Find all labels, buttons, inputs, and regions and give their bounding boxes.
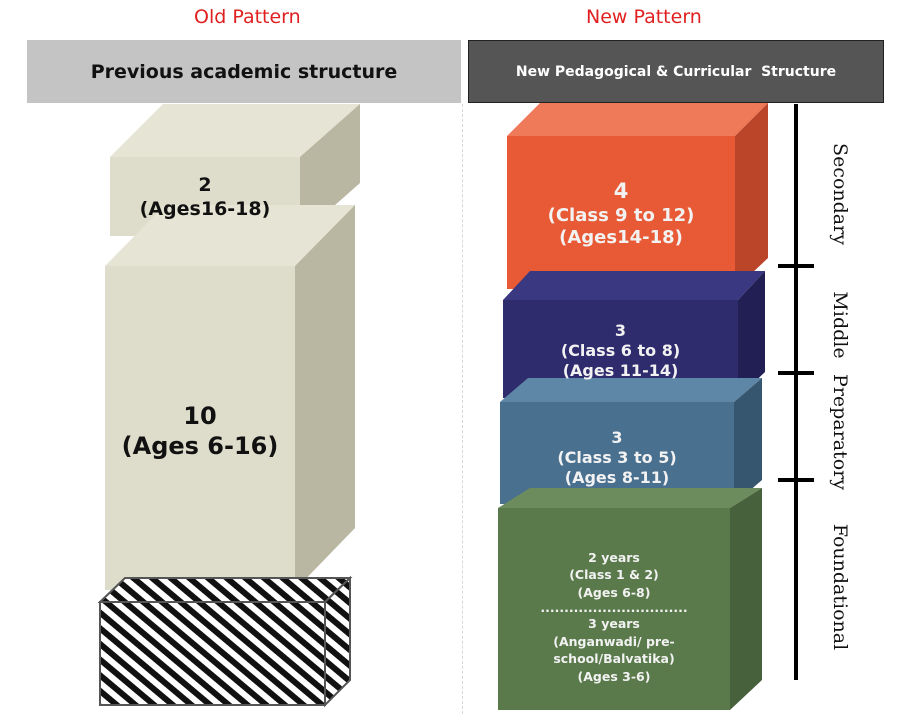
old-block-10-label: 10 (Ages 6-16) — [105, 396, 295, 466]
secondary-years: 4 — [613, 179, 629, 204]
column-divider — [462, 104, 463, 714]
new-header: New Pedagogical & Curricular Structure — [468, 40, 884, 103]
old-block-2-ages: (Ages16-18) — [139, 198, 271, 220]
foundational-classes-b2: school/Balvatika) — [553, 651, 675, 667]
middle-block-label: 3 (Class 6 to 8) (Ages 11-14) — [503, 318, 738, 384]
secondary-ages: (Ages14-18) — [559, 227, 683, 249]
stage-label-secondary: Secondary — [829, 143, 851, 245]
secondary-classes: (Class 9 to 12) — [547, 204, 695, 226]
preparatory-ages: (Ages 8-11) — [564, 468, 670, 487]
stage-label-foundational: Foundational — [829, 523, 851, 651]
old-block-2-label: 2 (Ages16-18) — [110, 168, 300, 228]
preparatory-classes: (Class 3 to 5) — [557, 448, 677, 467]
foundational-classes-b: (Anganwadi/ pre- — [553, 633, 675, 649]
new-block-secondary — [507, 103, 768, 289]
foundational-separator: ............................... — [540, 600, 688, 616]
foundational-years-a: 2 years — [588, 549, 640, 565]
stage-label-middle: Middle — [829, 291, 851, 359]
old-base-hatched-block — [97, 575, 353, 708]
stage-label-preparatory: Preparatory — [829, 374, 851, 490]
middle-classes: (Class 6 to 8) — [560, 341, 681, 360]
stage-timeline — [778, 104, 814, 680]
foundational-ages-b: (Ages 3-6) — [577, 668, 651, 684]
new-pattern-label: New Pattern — [586, 6, 702, 28]
middle-years: 3 — [614, 321, 627, 340]
new-block-preparatory — [500, 378, 762, 504]
old-header: Previous academic structure — [27, 40, 461, 103]
old-block-2-years: 2 — [198, 174, 212, 197]
foundational-block-label: 2 years (Class 1 & 2) (Ages 6-8) .......… — [498, 544, 730, 690]
old-pattern-label: Old Pattern — [194, 6, 301, 28]
secondary-block-label: 4 (Class 9 to 12) (Ages14-18) — [507, 172, 735, 256]
foundational-ages-a: (Ages 6-8) — [577, 584, 651, 600]
preparatory-years: 3 — [611, 428, 623, 447]
new-block-foundational — [498, 488, 762, 710]
middle-ages: (Ages 11-14) — [562, 361, 679, 380]
foundational-classes-a: (Class 1 & 2) — [569, 567, 659, 583]
old-block-10-years — [105, 205, 355, 590]
old-block-10-ages: (Ages 6-16) — [121, 432, 279, 460]
old-block-10-years: 10 — [183, 402, 217, 430]
preparatory-block-label: 3 (Class 3 to 5) (Ages 8-11) — [500, 425, 734, 491]
foundational-years-b: 3 years — [588, 616, 640, 632]
